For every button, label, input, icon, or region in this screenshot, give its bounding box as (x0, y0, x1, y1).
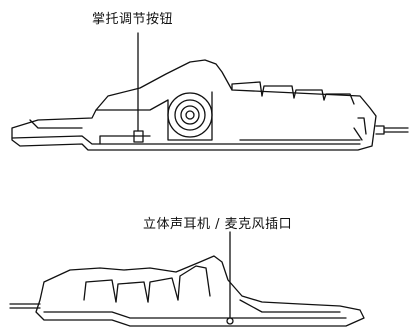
palm-rest-button-label: 掌托调节按钮 (92, 12, 174, 27)
audio-jack-label: 立体声耳机 / 麦克风插口 (143, 217, 293, 232)
keyboard-side-view-bottom (9, 255, 365, 327)
audio-jack-icon (226, 317, 234, 325)
keyboard-side-view-top (11, 59, 409, 151)
